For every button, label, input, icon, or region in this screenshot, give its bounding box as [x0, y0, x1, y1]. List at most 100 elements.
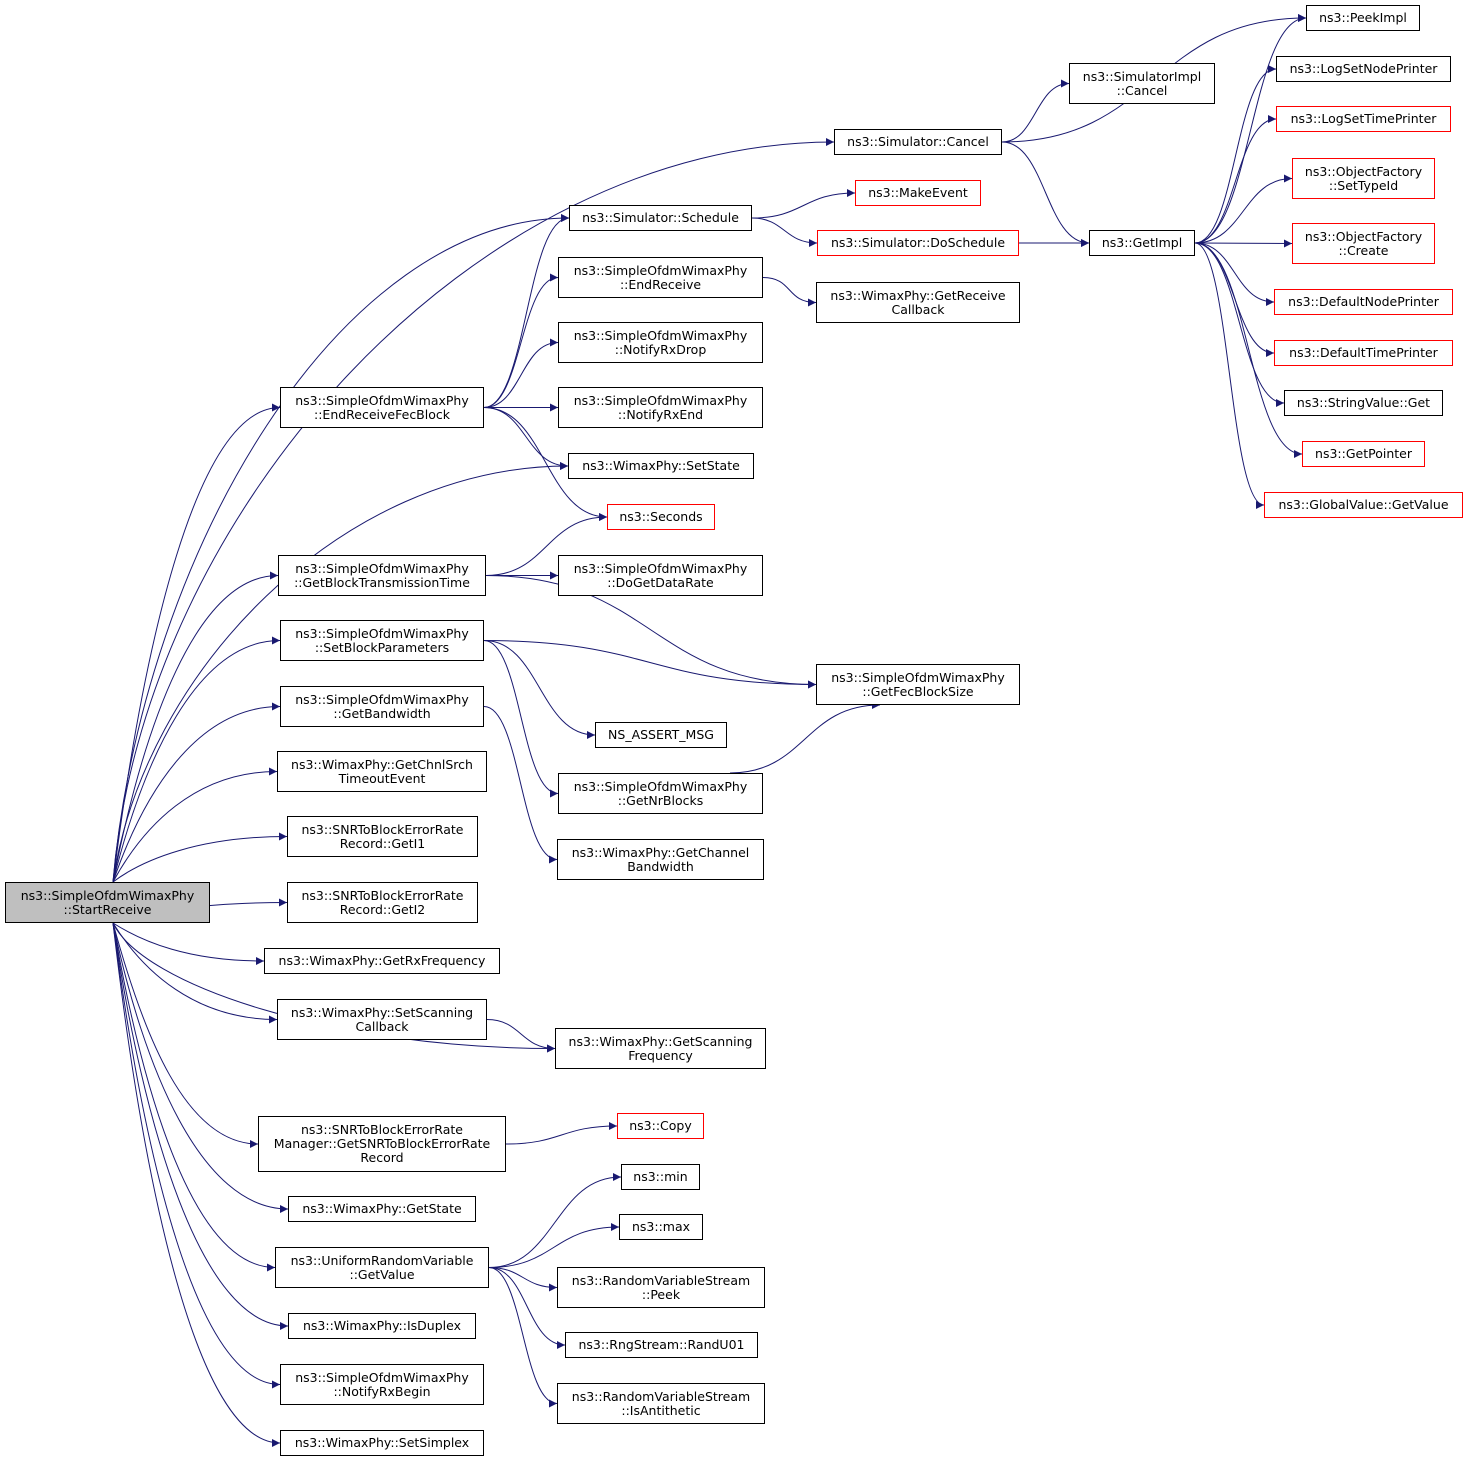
edge-start-to-get-scanning-freq: [112, 922, 556, 1053]
node-get-rx-frequency[interactable]: ns3::WimaxPhy::GetRxFrequency: [264, 948, 500, 974]
node-set-state[interactable]: ns3::WimaxPhy::SetState: [568, 453, 754, 479]
node-rng-randu01[interactable]: ns3::RngStream::RandU01: [565, 1332, 758, 1358]
edge-get-bandwidth-to-get-channel-bw: [483, 706, 558, 864]
node-get-pointer[interactable]: ns3::GetPointer: [1302, 441, 1425, 467]
edge-get-impl-to-log-node-printer: [1194, 65, 1277, 244]
edge-start-to-end-receive-fec: [112, 403, 281, 883]
edge-start-to-set-block-params: [112, 636, 281, 883]
edge-uniform-getvalue-to-rvs-isantithetic: [488, 1267, 558, 1408]
edge-get-impl-to-of-settypeid: [1194, 174, 1293, 244]
node-is-duplex[interactable]: ns3::WimaxPhy::IsDuplex: [288, 1313, 476, 1339]
edge-set-block-params-to-ns-assert-msg: [483, 640, 596, 739]
node-label: ns3::SimpleOfdmWimaxPhy: [573, 778, 748, 794]
node-label: ::StartReceive: [63, 901, 152, 917]
node-label: ::DoGetDataRate: [607, 574, 714, 590]
edge-sim-schedule-to-make-event: [751, 189, 856, 219]
node-of-settypeid[interactable]: ns3::ObjectFactory::SetTypeId: [1292, 158, 1435, 199]
node-stringvalue-get[interactable]: ns3::StringValue::Get: [1284, 390, 1443, 416]
node-seconds[interactable]: ns3::Seconds: [607, 504, 715, 530]
node-sim-schedule[interactable]: ns3::Simulator::Schedule: [569, 205, 752, 231]
node-rvs-peek[interactable]: ns3::RandomVariableStream::Peek: [557, 1267, 765, 1308]
node-label: ns3::MakeEvent: [868, 185, 968, 200]
node-label: ns3::DefaultTimePrinter: [1289, 345, 1438, 360]
node-label: ns3::SNRToBlockErrorRate: [301, 1122, 463, 1137]
edge-sim-cancel-to-get-impl: [1001, 141, 1090, 247]
node-label: ns3::Simulator::Cancel: [847, 134, 989, 149]
node-label: ns3::SimpleOfdmWimaxPhy: [20, 887, 195, 903]
node-notify-rx-begin[interactable]: ns3::SimpleOfdmWimaxPhy::NotifyRxBegin: [280, 1364, 484, 1405]
node-log-time-printer[interactable]: ns3::LogSetTimePrinter: [1276, 106, 1451, 132]
node-ns-assert-msg[interactable]: NS_ASSERT_MSG: [595, 722, 727, 748]
node-label: Manager::GetSNRToBlockErrorRate: [273, 1136, 491, 1151]
edge-get-block-tx-time-to-get-fec-block-size: [485, 575, 817, 689]
node-default-time-printer[interactable]: ns3::DefaultTimePrinter: [1274, 340, 1453, 366]
node-label: ns3::max: [631, 1219, 691, 1234]
edge-start-to-get-state: [112, 922, 289, 1213]
node-label: ::Create: [1338, 242, 1389, 258]
node-label: ns3::SNRToBlockErrorRate: [301, 887, 464, 903]
node-of-create[interactable]: ns3::ObjectFactory::Create: [1292, 223, 1435, 264]
node-label: ns3::StringValue::Get: [1296, 395, 1431, 410]
node-uniform-getvalue[interactable]: ns3::UniformRandomVariable::GetValue: [275, 1247, 489, 1288]
node-start: ns3::SimpleOfdmWimaxPhy::StartReceive: [5, 882, 210, 923]
node-ns3-max[interactable]: ns3::max: [619, 1214, 703, 1240]
node-label: ns3::SimpleOfdmWimaxPhy: [573, 560, 748, 576]
edge-start-to-uniform-getvalue: [112, 922, 276, 1272]
edge-start-to-get-chnl-srch: [112, 767, 278, 883]
edge-start-to-set-scanning-cb: [112, 922, 278, 1024]
node-log-node-printer[interactable]: ns3::LogSetNodePrinter: [1276, 56, 1451, 82]
edge-uniform-getvalue-to-rng-randu01: [488, 1267, 566, 1349]
edge-sim-cancel-to-simimpl-cancel: [1001, 79, 1070, 143]
node-label: ns3::WimaxPhy::GetState: [302, 1201, 462, 1216]
node-set-simplex[interactable]: ns3::WimaxPhy::SetSimplex: [280, 1430, 484, 1456]
node-label: ::EndReceive: [619, 276, 702, 292]
node-sim-cancel[interactable]: ns3::Simulator::Cancel: [834, 129, 1002, 155]
node-label: ::GetValue: [349, 1266, 415, 1282]
edge-set-block-params-to-get-nr-blocks: [483, 640, 559, 798]
node-get-bandwidth[interactable]: ns3::SimpleOfdmWimaxPhy::GetBandwidth: [280, 686, 484, 727]
node-default-node-printer[interactable]: ns3::DefaultNodePrinter: [1274, 289, 1453, 315]
node-notify-rx-end[interactable]: ns3::SimpleOfdmWimaxPhy::NotifyRxEnd: [558, 387, 763, 428]
edge-start-to-set-simplex: [112, 922, 281, 1447]
node-label: ns3::LogSetNodePrinter: [1289, 61, 1438, 76]
node-label: ::SetBlockParameters: [314, 639, 450, 655]
node-end-receive[interactable]: ns3::SimpleOfdmWimaxPhy::EndReceive: [558, 257, 763, 298]
node-label: ns3::WimaxPhy::SetScanning: [290, 1004, 474, 1020]
node-label: ns3::WimaxPhy::IsDuplex: [303, 1318, 461, 1333]
node-get-fec-block-size[interactable]: ns3::SimpleOfdmWimaxPhy::GetFecBlockSize: [816, 664, 1020, 705]
node-notify-rx-drop[interactable]: ns3::SimpleOfdmWimaxPhy::NotifyRxDrop: [558, 322, 763, 363]
node-do-get-data-rate[interactable]: ns3::SimpleOfdmWimaxPhy::DoGetDataRate: [558, 555, 763, 596]
node-make-event[interactable]: ns3::MakeEvent: [855, 180, 981, 206]
node-simimpl-cancel[interactable]: ns3::SimulatorImpl::Cancel: [1069, 63, 1215, 104]
node-peek-impl[interactable]: ns3::PeekImpl: [1306, 5, 1420, 31]
node-copy[interactable]: ns3::Copy: [617, 1113, 704, 1139]
node-label: ::Peek: [641, 1286, 681, 1302]
node-globalvalue-getvalue[interactable]: ns3::GlobalValue::GetValue: [1264, 492, 1463, 518]
node-ns3-min[interactable]: ns3::min: [621, 1164, 700, 1190]
node-get-block-tx-time[interactable]: ns3::SimpleOfdmWimaxPhy::GetBlockTransmi…: [278, 555, 486, 596]
node-label: ns3::WimaxPhy::GetScanning: [568, 1033, 753, 1049]
node-set-block-params[interactable]: ns3::SimpleOfdmWimaxPhy::SetBlockParamet…: [280, 620, 484, 661]
node-do-schedule[interactable]: ns3::Simulator::DoSchedule: [817, 230, 1019, 256]
node-label: ns3::SimpleOfdmWimaxPhy: [295, 392, 469, 408]
node-label: Record: [360, 1150, 404, 1165]
node-get-state[interactable]: ns3::WimaxPhy::GetState: [288, 1196, 476, 1222]
node-get-nr-blocks[interactable]: ns3::SimpleOfdmWimaxPhy::GetNrBlocks: [558, 773, 763, 814]
node-rvs-isantithetic[interactable]: ns3::RandomVariableStream::IsAntithetic: [557, 1383, 765, 1424]
edge-end-receive-fec-to-seconds: [483, 407, 608, 521]
node-label: ns3::ObjectFactory: [1304, 163, 1423, 179]
node-end-receive-fec[interactable]: ns3::SimpleOfdmWimaxPhy::EndReceiveFecBl…: [280, 387, 484, 428]
node-get-impl[interactable]: ns3::GetImpl: [1089, 230, 1195, 256]
edge-get-impl-to-of-create: [1194, 239, 1293, 248]
node-label: ns3::SimpleOfdmWimaxPhy: [295, 625, 469, 641]
